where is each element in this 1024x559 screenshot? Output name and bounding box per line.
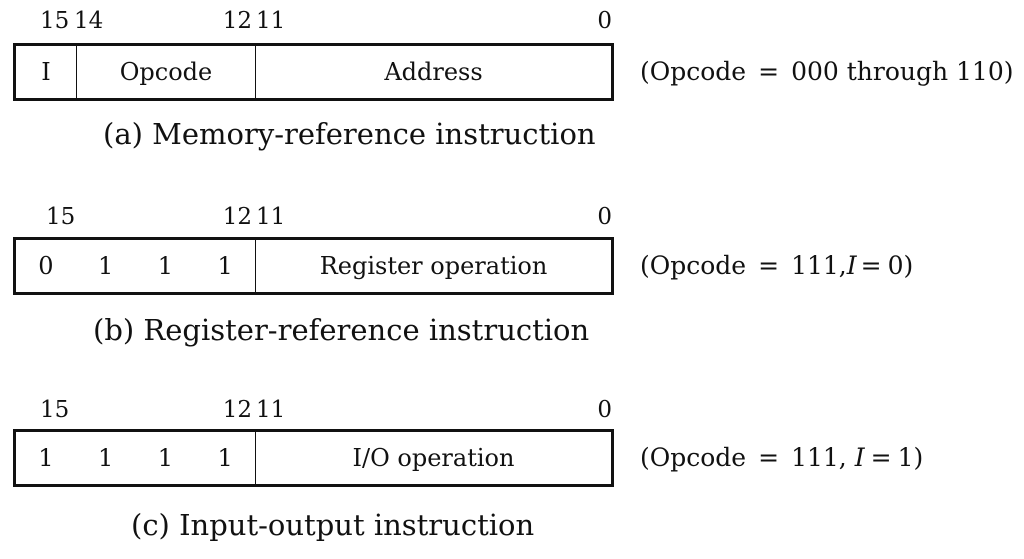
note-value: 000 through 110) bbox=[791, 57, 1014, 86]
bit-12: 1 bbox=[217, 252, 233, 280]
field-opcode: Opcode bbox=[77, 46, 256, 98]
bit-label-0: 0 bbox=[597, 204, 612, 230]
bit-label-0: 0 bbox=[597, 8, 612, 34]
field-indirect-bit: I bbox=[16, 46, 77, 98]
bit-label-12: 12 bbox=[222, 397, 252, 423]
caption-input-output: (c) Input-output instruction bbox=[131, 508, 535, 542]
note-value-2: 0) bbox=[887, 251, 914, 280]
bit-label-11: 11 bbox=[256, 8, 286, 34]
bit-13: 1 bbox=[157, 444, 174, 472]
bit-15: 0 bbox=[38, 252, 54, 280]
bit-12: 1 bbox=[217, 444, 233, 472]
bit-label-12: 12 bbox=[222, 8, 252, 34]
bit-14: 1 bbox=[97, 444, 114, 472]
bit-label-14: 14 bbox=[74, 8, 104, 34]
note-equals-2: = bbox=[870, 443, 892, 472]
note-variable-i: I bbox=[854, 443, 865, 472]
note-value-2: 1) bbox=[897, 443, 924, 472]
opcode-note: (Opcode=111,I=1) bbox=[640, 443, 923, 472]
bit-label-12: 12 bbox=[222, 204, 252, 230]
instruction-word-box: I Opcode Address bbox=[13, 43, 614, 101]
note-equals: = bbox=[758, 443, 780, 472]
instruction-word-box: 0 1 1 1 Register operation bbox=[13, 237, 614, 295]
field-address: Address bbox=[384, 58, 483, 86]
field-opcode-bits: 1 1 1 1 bbox=[16, 432, 256, 484]
note-value: 111, bbox=[791, 443, 847, 472]
field-io-operation: I/O operation bbox=[352, 444, 515, 472]
caption-memory-reference: (a) Memory-reference instruction bbox=[103, 117, 596, 151]
instruction-word-box: 1 1 1 1 I/O operation bbox=[13, 429, 614, 487]
bit-label-11: 11 bbox=[256, 397, 286, 423]
caption-register-reference: (b) Register-reference instruction bbox=[93, 313, 590, 347]
field-opcode-bits: 0 1 1 1 bbox=[16, 240, 256, 292]
bit-label-15: 15 bbox=[40, 397, 70, 423]
note-equals: = bbox=[758, 251, 780, 280]
note-open: (Opcode bbox=[640, 251, 747, 280]
note-equals-2: = bbox=[860, 251, 882, 280]
note-open: (Opcode bbox=[640, 57, 747, 86]
opcode-note: (Opcode = 000 through 110) bbox=[640, 57, 1014, 86]
bit-13: 1 bbox=[157, 252, 174, 280]
bit-label-11: 11 bbox=[256, 204, 286, 230]
note-value: 111, bbox=[791, 251, 847, 280]
note-variable-i: I bbox=[846, 251, 857, 280]
bit-label-15: 15 bbox=[46, 204, 76, 230]
note-open: (Opcode bbox=[640, 443, 747, 472]
bit-label-0: 0 bbox=[597, 397, 612, 423]
bit-14: 1 bbox=[97, 252, 114, 280]
bit-label-15: 15 bbox=[40, 8, 70, 34]
opcode-note: (Opcode=111,I=0) bbox=[640, 251, 913, 280]
field-register-operation: Register operation bbox=[319, 252, 548, 280]
bit-15: 1 bbox=[38, 444, 54, 472]
note-equals: = bbox=[758, 57, 780, 86]
